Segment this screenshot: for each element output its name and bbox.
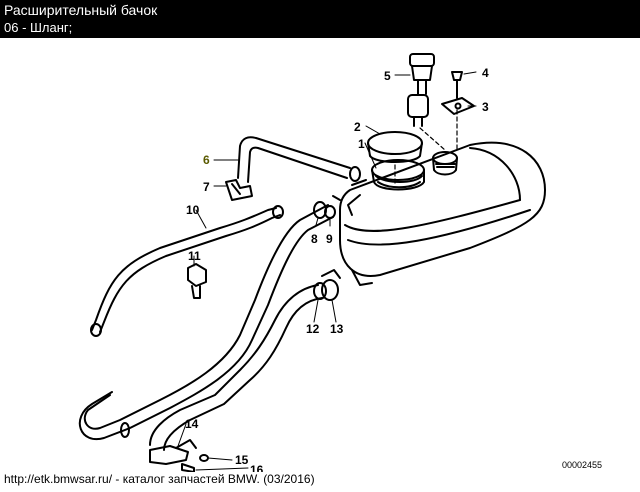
label-10[interactable]: 10 bbox=[186, 203, 200, 217]
assembly-lines bbox=[394, 109, 458, 186]
label-1[interactable]: 1 bbox=[358, 137, 365, 151]
hose-clamp-lower bbox=[321, 269, 341, 301]
hose-bracket-lower bbox=[149, 439, 209, 472]
label-5[interactable]: 5 bbox=[384, 69, 391, 83]
hose-clip bbox=[225, 179, 253, 201]
return-hose bbox=[79, 204, 334, 451]
label-13[interactable]: 13 bbox=[330, 322, 344, 336]
label-8[interactable]: 8 bbox=[311, 232, 318, 246]
label-12[interactable]: 12 bbox=[306, 322, 320, 336]
label-2[interactable]: 2 bbox=[354, 120, 361, 134]
label-16[interactable]: 16 bbox=[250, 463, 264, 472]
label-11[interactable]: 11 bbox=[188, 249, 201, 263]
label-15[interactable]: 15 bbox=[235, 453, 249, 467]
leader-lines bbox=[177, 71, 477, 471]
hose-clamp-upper bbox=[313, 195, 341, 219]
parts-diagram: 2 1 3 4 5 6 7 10 8 9 11 12 13 14 15 16 bbox=[79, 53, 546, 472]
retaining-clip bbox=[187, 263, 207, 299]
label-14[interactable]: 14 bbox=[185, 417, 199, 431]
source-caption: http://etk.bmwsar.ru/ - каталог запчасте… bbox=[4, 472, 315, 486]
label-9[interactable]: 9 bbox=[326, 232, 333, 246]
title-bar: Расширительный бачок 06 - Шланг; bbox=[0, 0, 640, 38]
label-7[interactable]: 7 bbox=[203, 180, 210, 194]
label-6-highlighted[interactable]: 6 bbox=[203, 153, 210, 167]
selected-part-subtitle: 06 - Шланг; bbox=[4, 20, 73, 35]
page-title: Расширительный бачок bbox=[4, 2, 158, 18]
mounting-bracket bbox=[441, 71, 475, 115]
level-sensor bbox=[407, 53, 435, 127]
filler-cap bbox=[367, 131, 423, 163]
heater-hose bbox=[90, 205, 284, 337]
vent-hose bbox=[237, 136, 361, 183]
drawing-number: 00002455 bbox=[562, 460, 603, 470]
label-3[interactable]: 3 bbox=[482, 100, 489, 114]
label-4[interactable]: 4 bbox=[482, 66, 489, 80]
expansion-tank bbox=[339, 141, 546, 286]
